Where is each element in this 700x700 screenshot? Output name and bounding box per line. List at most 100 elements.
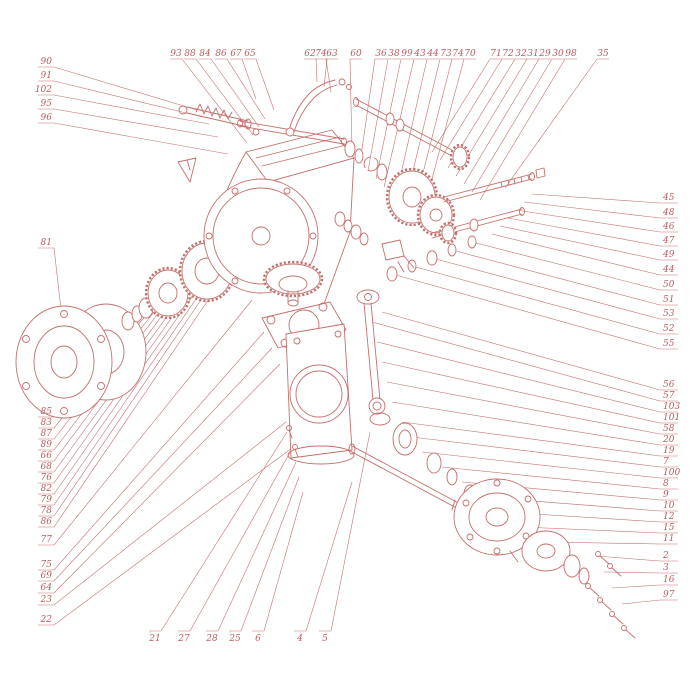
- callout-label: 76: [41, 473, 53, 483]
- leader-line: [184, 58, 254, 136]
- bolt-shank: [625, 629, 636, 639]
- flange-outline: [15, 305, 113, 419]
- callout-label: 16: [663, 575, 675, 585]
- u-joint-bore: [372, 401, 382, 411]
- leader-line: [359, 58, 387, 164]
- lower-housing-opening: [289, 364, 349, 424]
- leader-line: [38, 122, 229, 155]
- leader-line: [447, 58, 527, 169]
- hub-bolt-hole: [493, 547, 501, 555]
- leader-line: [541, 541, 678, 545]
- bearing-inner: [398, 429, 412, 449]
- leader-line: [381, 311, 678, 391]
- callout-label: 48: [662, 208, 675, 218]
- leader-line: [375, 58, 413, 180]
- callout-label: 22: [40, 615, 53, 625]
- leader-line: [401, 421, 678, 457]
- axle-bearings: [392, 422, 477, 504]
- hub-cover: [521, 530, 590, 585]
- leader-line: [38, 269, 217, 506]
- leader-line: [431, 58, 502, 153]
- cover-outline: [521, 530, 571, 572]
- washer: [354, 148, 364, 164]
- leader-line: [441, 466, 678, 490]
- hub-bolt-hole: [466, 533, 474, 541]
- callout-label: 47: [662, 236, 675, 246]
- bolt-shank: [611, 567, 622, 577]
- retaining-ring: [446, 468, 458, 486]
- callout-label: 84: [199, 49, 211, 59]
- callout-label: 15: [663, 523, 675, 533]
- left-axle-flange: [15, 305, 113, 419]
- housing-bell-opening: [212, 187, 310, 285]
- leader-line: [349, 58, 362, 151]
- shaft-edge: [363, 302, 374, 401]
- u-joint-yoke: [368, 397, 386, 415]
- cone-detail: [186, 159, 191, 171]
- gear-bore: [429, 208, 443, 222]
- lever-edge: [293, 84, 338, 133]
- hub-bore: [485, 507, 509, 527]
- leader-line: [149, 431, 288, 632]
- callout-label: 31: [527, 49, 538, 59]
- callout-label: 81: [41, 238, 52, 248]
- callout-label: 5: [322, 634, 328, 644]
- thread-tick: [527, 174, 530, 181]
- callout-label: 93: [170, 49, 182, 59]
- leader-line: [386, 381, 678, 435]
- callout-label: 44: [662, 265, 675, 275]
- bolt-head: [597, 597, 603, 603]
- shaft-edge: [355, 104, 453, 157]
- leader-line: [404, 58, 452, 205]
- plate-bolt-hole: [266, 315, 276, 325]
- shaft-edge: [370, 302, 381, 401]
- shaft-end: [519, 207, 525, 216]
- callout-label: 69: [41, 571, 53, 581]
- callout-label: 91: [41, 71, 52, 81]
- callout-label: 68: [41, 462, 53, 472]
- leader-line: [439, 58, 514, 161]
- callout-label: 89: [41, 440, 53, 450]
- bolt-hole: [22, 335, 30, 343]
- small-bolts-left: [286, 425, 299, 458]
- callout-label: 88: [184, 49, 196, 59]
- callout-label: 51: [663, 295, 674, 305]
- bolt-hole: [97, 382, 105, 390]
- callout-label: 71: [490, 49, 501, 59]
- callout-label: 49: [662, 250, 675, 260]
- callout-label: 95: [41, 99, 53, 109]
- leader-line: [521, 526, 678, 534]
- leader-line: [38, 421, 287, 606]
- callout-label: 86: [215, 49, 227, 59]
- callout-label: 53: [663, 309, 675, 319]
- washer: [447, 243, 457, 257]
- bevel-gear: [262, 260, 324, 307]
- callout-label: 97: [663, 590, 675, 600]
- shaft-edge: [351, 445, 465, 507]
- leader-line: [199, 58, 260, 128]
- leader-line: [38, 363, 281, 594]
- callout-label: 3: [663, 563, 669, 573]
- hub-bolt-hole: [462, 499, 470, 507]
- callout-label: 103: [663, 402, 680, 412]
- callout-label: 63: [326, 49, 338, 59]
- callout-label: 55: [663, 339, 675, 349]
- leader-line: [491, 233, 678, 276]
- leader-line: [319, 431, 371, 632]
- leader-line: [481, 496, 678, 512]
- leader-line: [507, 217, 678, 247]
- shaft-end: [529, 172, 535, 181]
- callout-label: 6: [255, 634, 261, 644]
- washer: [426, 250, 438, 266]
- leader-line: [38, 347, 273, 582]
- cone-outline: [177, 157, 197, 183]
- callout-label: 44: [426, 49, 439, 59]
- spring-coil: [195, 103, 233, 120]
- callout-label: 19: [663, 446, 675, 456]
- callout-label: 74: [315, 49, 327, 59]
- callout-label: 79: [41, 495, 53, 505]
- rod-edge: [186, 112, 249, 128]
- bolt-shank: [288, 429, 293, 439]
- callout-label: 29: [538, 49, 551, 59]
- callout-label: 85: [41, 407, 53, 417]
